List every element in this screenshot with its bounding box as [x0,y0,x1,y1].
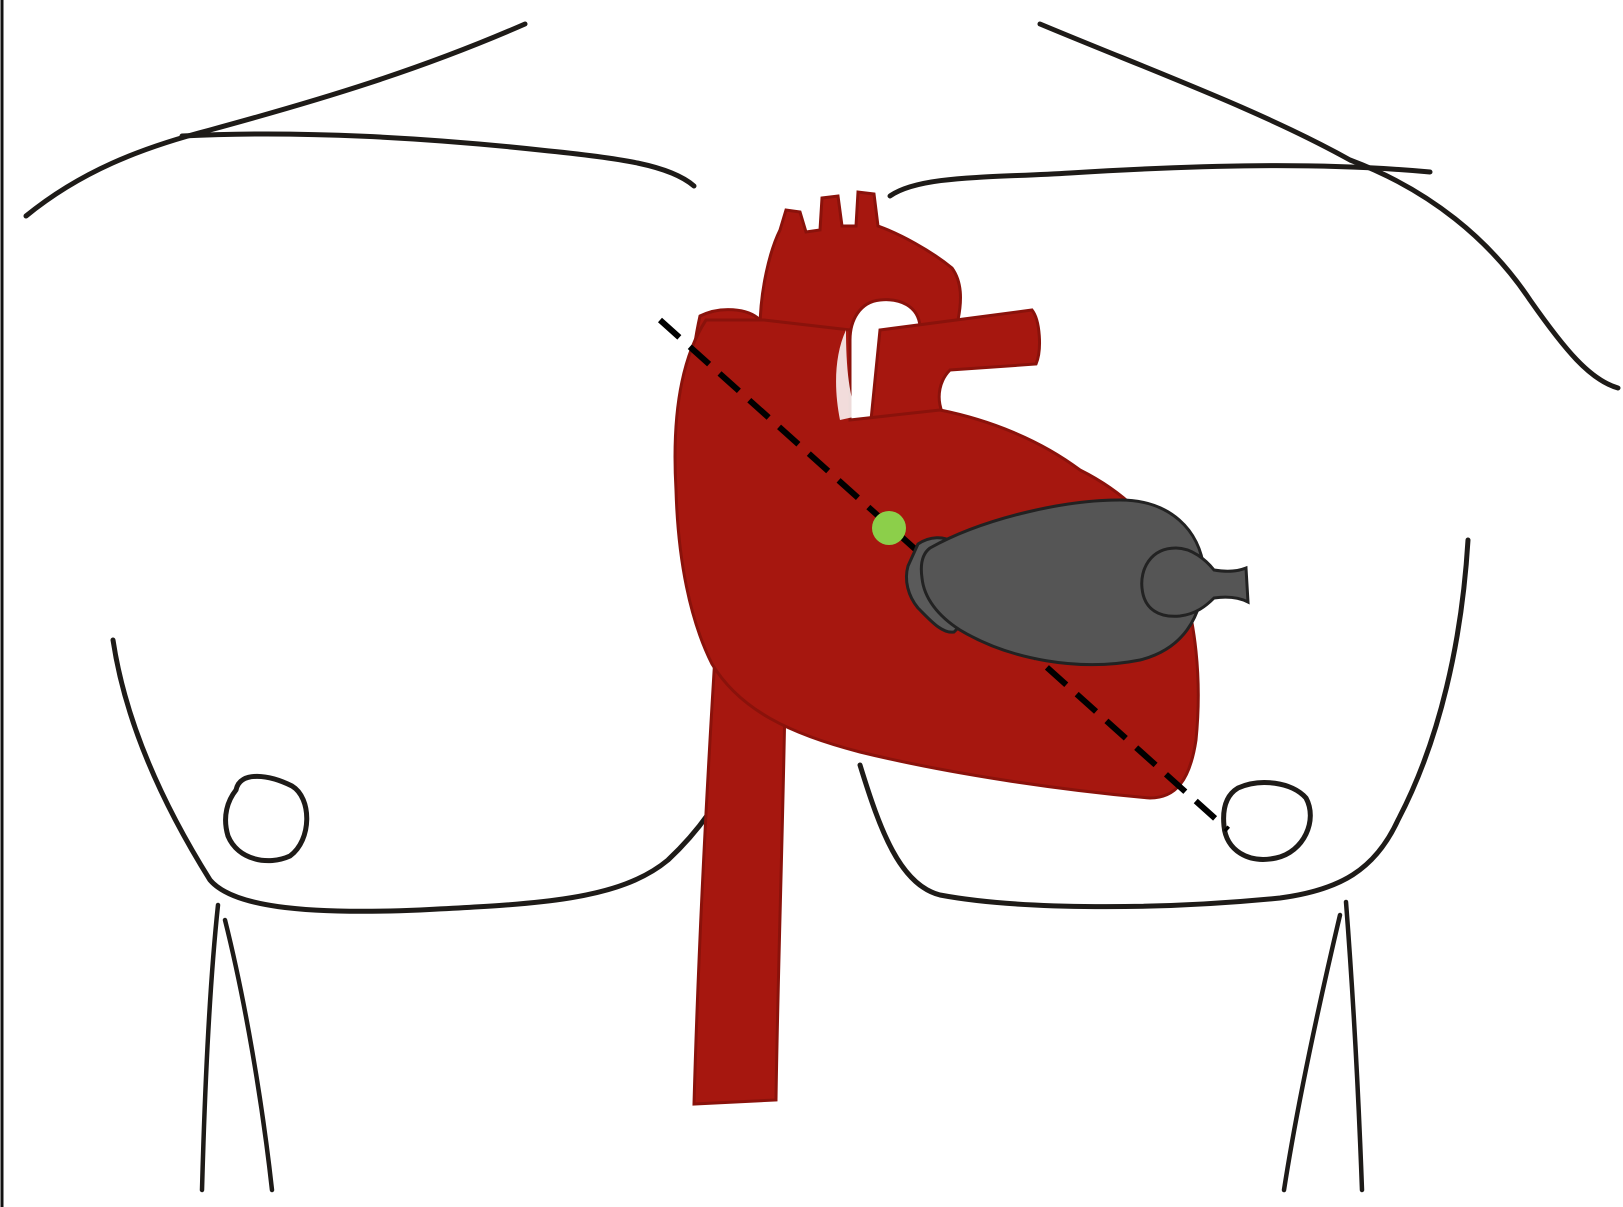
left-pectoral [113,640,740,911]
left-flank-inner [225,920,272,1190]
right-shoulder-line [1040,24,1618,388]
marker-dot-icon [872,511,906,545]
left-flank-outer [202,905,218,1190]
probe-cable-boot [1142,548,1248,616]
left-shoulder-line [26,24,525,216]
right-flank-outer [1346,902,1362,1190]
right-flank-inner [1284,915,1340,1190]
right-clavicle [890,166,1430,196]
left-nipple [226,776,307,860]
left-clavicle [182,134,694,186]
right-nipple [1224,783,1311,860]
